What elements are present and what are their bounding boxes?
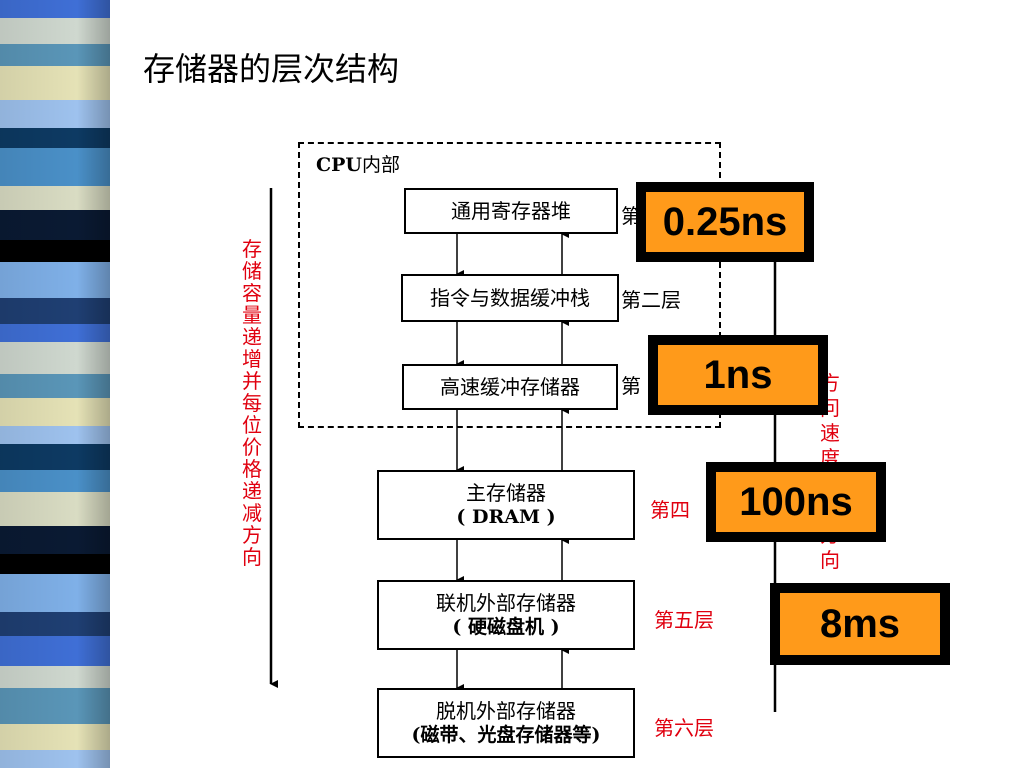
level-subtitle: ( DRAM ) — [456, 505, 556, 528]
layer-label-2: 第二层 — [621, 288, 681, 312]
level-name: 脱机外部存储器 — [436, 698, 576, 723]
level-box-instruction-buffer: 指令与数据缓冲栈 — [401, 274, 619, 322]
level-box-offline-storage: 脱机外部存储器 (磁带、光盘存储器等) — [377, 688, 635, 758]
layer-label-6: 第六层 — [654, 716, 714, 740]
cpu-label-latin: CPU — [316, 154, 362, 176]
level-name: 指令与数据缓冲栈 — [430, 285, 590, 310]
access-time-value: 100ns — [739, 479, 853, 524]
decorative-stripe — [0, 0, 110, 768]
level-name: 联机外部存储器 — [436, 590, 576, 615]
level-box-cache: 高速缓冲存储器 — [402, 364, 618, 410]
layer-label-3: 第 — [621, 374, 641, 398]
access-time-box-3: 100ns — [706, 462, 886, 542]
access-time-value: 8ms — [819, 601, 901, 646]
access-time-value: 0.25ns — [662, 199, 788, 244]
cpu-region-label: CPU内部 — [316, 150, 400, 177]
access-time-box-2: 1ns — [648, 335, 828, 415]
speed-direction-fragment: 向 — [820, 548, 840, 572]
level-name: 高速缓冲存储器 — [440, 374, 580, 399]
layer-label-5: 第五层 — [654, 608, 714, 632]
access-time-box-1: 0.25ns — [636, 182, 814, 262]
level-subtitle: ( 硬磁盘机 ) — [452, 615, 560, 638]
cpu-label-cjk: 内部 — [361, 154, 400, 176]
level-name: 主存储器 — [466, 480, 546, 505]
access-time-value: 1ns — [703, 352, 773, 397]
level-box-registers: 通用寄存器堆 — [404, 188, 618, 234]
cpu-internal-region — [298, 142, 721, 428]
page-title: 存储器的层次结构 — [143, 50, 400, 88]
access-time-box-4: 8ms — [770, 583, 950, 665]
level-subtitle: (磁带、光盘存储器等) — [411, 723, 601, 746]
capacity-direction-label: 存储容量递增并每位价格递减方向 — [242, 237, 262, 569]
level-box-online-storage: 联机外部存储器 ( 硬磁盘机 ) — [377, 580, 635, 650]
level-connectors — [456, 230, 569, 692]
level-box-main-memory: 主存储器 ( DRAM ) — [377, 470, 635, 540]
level-name: 通用寄存器堆 — [451, 198, 571, 223]
layer-label-4: 第四 — [650, 498, 690, 522]
speed-direction-fragment: 速 — [820, 421, 840, 445]
